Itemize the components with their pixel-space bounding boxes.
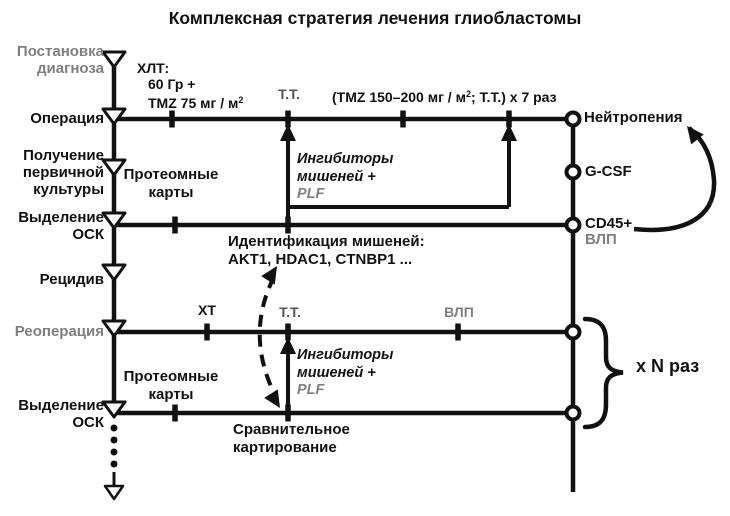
stage-label-line: ОСК — [72, 414, 104, 431]
arrowhead-inhibitor-bottom — [280, 337, 296, 354]
circle-nodes — [564, 110, 582, 422]
stage-label-line: Постановка — [16, 43, 104, 60]
cd45-label: CD45+ — [585, 215, 633, 232]
tick-vlp — [455, 323, 461, 341]
stage-arrow-gsc-isolation-2 — [101, 400, 127, 419]
stage-label-surgery: Операция — [0, 110, 104, 127]
plf-label: PLF — [297, 382, 325, 398]
stage-label-line: Выделение — [18, 397, 104, 414]
arrowhead-inhibitor-maintenance — [501, 124, 517, 141]
stage-label-line: первичной — [22, 164, 104, 181]
proteomic-maps-top-label: Протеомные карты — [123, 166, 219, 201]
repeat-brace — [582, 316, 624, 430]
arrowhead-inhibitor-tt — [280, 124, 296, 141]
neutropenia-label: Нейтропения — [584, 109, 683, 126]
node-neutropenia — [564, 110, 582, 128]
inhibitors-bottom-label: Ингибиторы мишеней + PLF — [297, 347, 394, 398]
stage-label-relapse: Рецидив — [0, 271, 104, 288]
stage-label-gsc-isolation-2: Выделение ОСК — [0, 397, 104, 431]
node-reoperation-end — [564, 323, 582, 341]
xt-label: ХТ — [198, 302, 216, 318]
stage-label-line: Реоперация — [14, 323, 104, 340]
stage-label-reoperation: Реоперация — [0, 323, 104, 340]
timeline-end — [103, 424, 125, 501]
arrowhead-dashed-bottom — [264, 389, 280, 408]
tick-maintenance-1 — [400, 110, 406, 128]
plf-label: PLF — [297, 186, 325, 202]
tick-maintenance-2 — [506, 110, 512, 128]
timeline-dot — [110, 436, 118, 444]
gcsf-label: G-CSF — [585, 163, 632, 180]
stage-arrow-diagnosis — [101, 50, 127, 69]
feedback-curve-arrow — [633, 126, 717, 233]
stage-label-line: Получение — [23, 147, 104, 164]
tt-label-top: Т.Т. — [278, 86, 300, 102]
stage-arrow-gsc-isolation-1 — [101, 211, 127, 230]
page-title: Комплексная стратегия лечения глиобласто… — [168, 8, 582, 28]
arrowhead-dashed-top — [261, 266, 277, 285]
stage-label-line: культуры — [33, 181, 104, 198]
stage-arrow-relapse — [101, 263, 127, 282]
tt-label-bottom: Т.Т. — [279, 304, 301, 320]
tick-chemo — [169, 110, 175, 128]
timeline-dot — [110, 460, 118, 468]
superscript: 2 — [238, 95, 244, 105]
stage-arrows — [101, 50, 127, 419]
stage-label-line: Операция — [30, 110, 104, 127]
stage-label-line: Рецидив — [39, 271, 104, 288]
stage-label-gsc-isolation-1: Выделение ОСК — [0, 209, 104, 243]
stage-label-primary-culture: Получение первичной культуры — [0, 147, 104, 198]
node-gsc2-end — [564, 404, 582, 422]
chemo-line-3: TMZ 75 мг / м2 — [148, 95, 244, 111]
target-identification-label: Идентификация мишеней: AKT1, HDAC1, CTNB… — [228, 233, 425, 268]
stage-label-diagnosis: Постановка диагноза — [0, 43, 104, 77]
stage-label-line: диагноза — [37, 60, 104, 77]
superscript: 2 — [465, 89, 471, 99]
tick-proteomic-top — [172, 216, 178, 234]
chemo-line-2: 60 Гр + — [148, 76, 196, 92]
dashed-mapping-arc — [257, 276, 279, 400]
timeline-dot — [110, 448, 118, 456]
inhibitors-top-label: Ингибиторы мишеней + PLF — [297, 151, 394, 202]
tick-proteomic-bottom — [172, 404, 178, 422]
tick-tt-top — [285, 110, 291, 128]
stage-label-line: Выделение — [18, 209, 104, 226]
comparative-mapping-label: Сравнительное картирование — [233, 421, 350, 456]
timeline-end-arrow — [103, 484, 125, 501]
chemo-line-1: ХЛТ: — [137, 60, 170, 76]
tick-targets — [285, 216, 291, 234]
tick-tt-bottom — [285, 323, 291, 341]
stage-label-line: ОСК — [72, 226, 104, 243]
tick-xt — [204, 323, 210, 341]
event-ticks — [169, 110, 512, 422]
chemoradiation-label: ХЛТ: 60 Гр + TMZ 75 мг / м2 — [137, 60, 243, 111]
node-gcsf — [564, 163, 582, 181]
proteomic-maps-bottom-label: Протеомные карты — [123, 368, 219, 403]
maintenance-label: (TMZ 150–200 мг / м2; Т.Т.) x 7 раз — [332, 89, 557, 105]
node-cd45 — [564, 216, 582, 234]
stage-arrow-primary-culture — [101, 158, 127, 177]
vlp-label-right: ВЛП — [585, 231, 617, 248]
tick-comparative — [285, 404, 291, 422]
stage-arrow-reoperation — [101, 319, 127, 338]
repeat-count-label: x N раз — [636, 356, 700, 376]
arrowhead-feedback — [687, 126, 704, 145]
vlp-label-tick: ВЛП — [444, 304, 474, 320]
timeline-dot — [110, 424, 118, 432]
arrowheads — [261, 124, 704, 408]
stage-arrow-surgery — [101, 107, 127, 126]
